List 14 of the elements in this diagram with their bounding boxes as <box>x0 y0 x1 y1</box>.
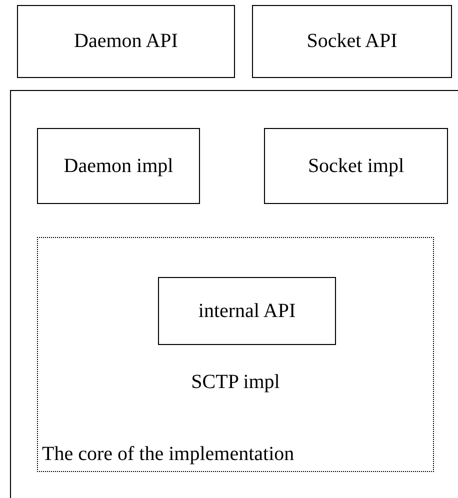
impl-box <box>37 128 200 204</box>
box-label: Socket impl <box>308 154 404 178</box>
module-frame <box>10 90 458 498</box>
box-label: Socket API <box>306 30 398 53</box>
region-label: SCTP impl <box>191 371 280 394</box>
box-label: Daemon API <box>74 30 178 53</box>
api-box <box>17 5 235 78</box>
region-caption: The core of the implementation <box>42 443 294 466</box>
api-box <box>158 277 336 345</box>
box-label: Daemon impl <box>64 154 174 178</box>
box-label: internal API <box>198 300 296 322</box>
impl-box <box>264 128 448 204</box>
api-box <box>252 5 452 78</box>
core-region <box>37 237 434 472</box>
